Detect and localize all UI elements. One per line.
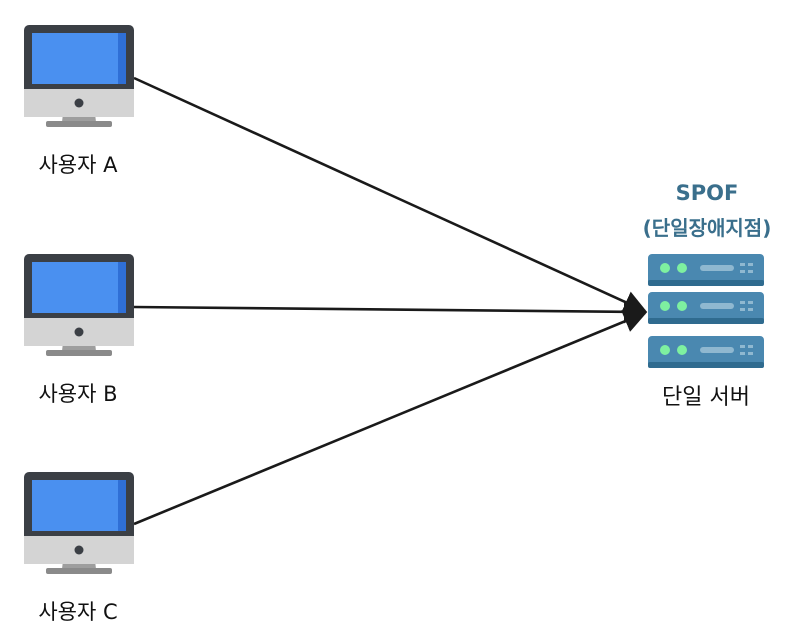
spof-title: SPOF xyxy=(676,181,739,205)
spof-subtitle: (단일장애지점) xyxy=(643,216,772,240)
server-label: 단일 서버 xyxy=(662,385,750,410)
server: SPOF (단일장애지점) xyxy=(643,181,772,410)
desktop-monitor-icon xyxy=(24,472,134,574)
client-label: 사용자 C xyxy=(38,600,117,624)
client-label: 사용자 B xyxy=(38,382,117,406)
connections xyxy=(133,76,648,526)
server-rack-icon xyxy=(648,254,764,368)
client-a: 사용자 A xyxy=(24,25,134,177)
arrow-client-b-to-server xyxy=(133,300,648,324)
arrow-client-c-to-server xyxy=(133,310,648,526)
desktop-monitor-icon xyxy=(24,25,134,127)
desktop-monitor-icon xyxy=(24,254,134,356)
arrow-client-a-to-server xyxy=(133,76,648,313)
client-b: 사용자 B xyxy=(24,254,134,406)
client-c: 사용자 C xyxy=(24,472,134,624)
client-label: 사용자 A xyxy=(38,153,118,177)
